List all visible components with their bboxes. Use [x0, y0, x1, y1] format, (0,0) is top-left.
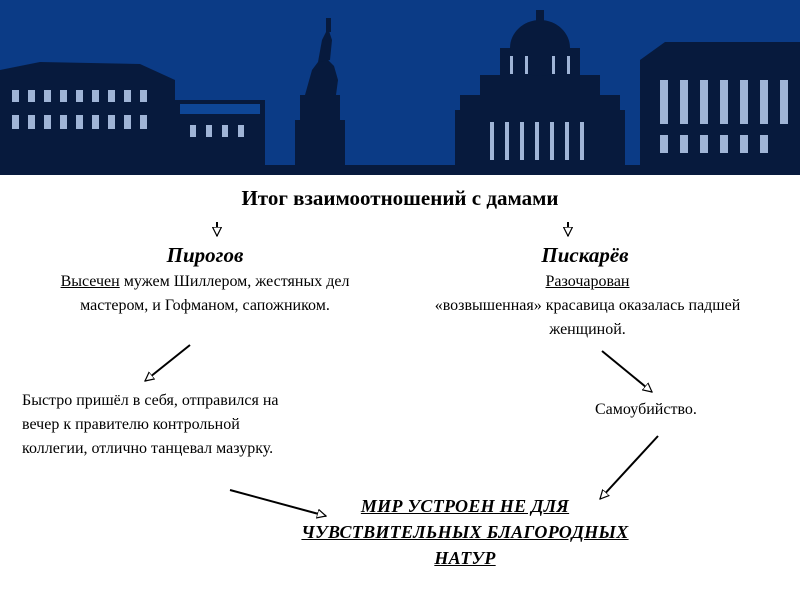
- piskarev-outcome: Самоубийство.: [595, 401, 697, 418]
- diagram-title: Итог взаимоотношений с дамами: [241, 186, 559, 210]
- arrow-piskarev-to-suicide: [601, 350, 652, 392]
- pirogov-detail: Высечен мужем Шиллером, жестяных дел мас…: [60, 270, 350, 318]
- piskarev-detail-text: «возвышенная» красавица оказалась падшей…: [434, 297, 741, 338]
- pirogov-detail-text: мужем Шиллером, жестяных дел мастером, и…: [80, 273, 350, 314]
- conclusion-text: МИР УСТРОЕН НЕ ДЛЯ ЧУВСТВИТЕЛЬНЫХ БЛАГОР…: [301, 496, 629, 568]
- pirogov-status: Высечен: [60, 273, 120, 290]
- pirogov-heading: Пирогов: [166, 243, 244, 267]
- piskarev-heading: Пискарёв: [541, 243, 629, 267]
- piskarev-status: Разочарован: [545, 273, 630, 290]
- pirogov-outcome: Быстро пришёл в себя, отправился на вече…: [22, 392, 279, 457]
- arrow-suicide-to-conclusion: [600, 435, 659, 499]
- piskarev-detail: Разочарован «возвышенная» красавица оказ…: [415, 270, 760, 342]
- city-banner-image: [0, 0, 800, 175]
- arrow-pirogov-to-outcome: [145, 344, 191, 381]
